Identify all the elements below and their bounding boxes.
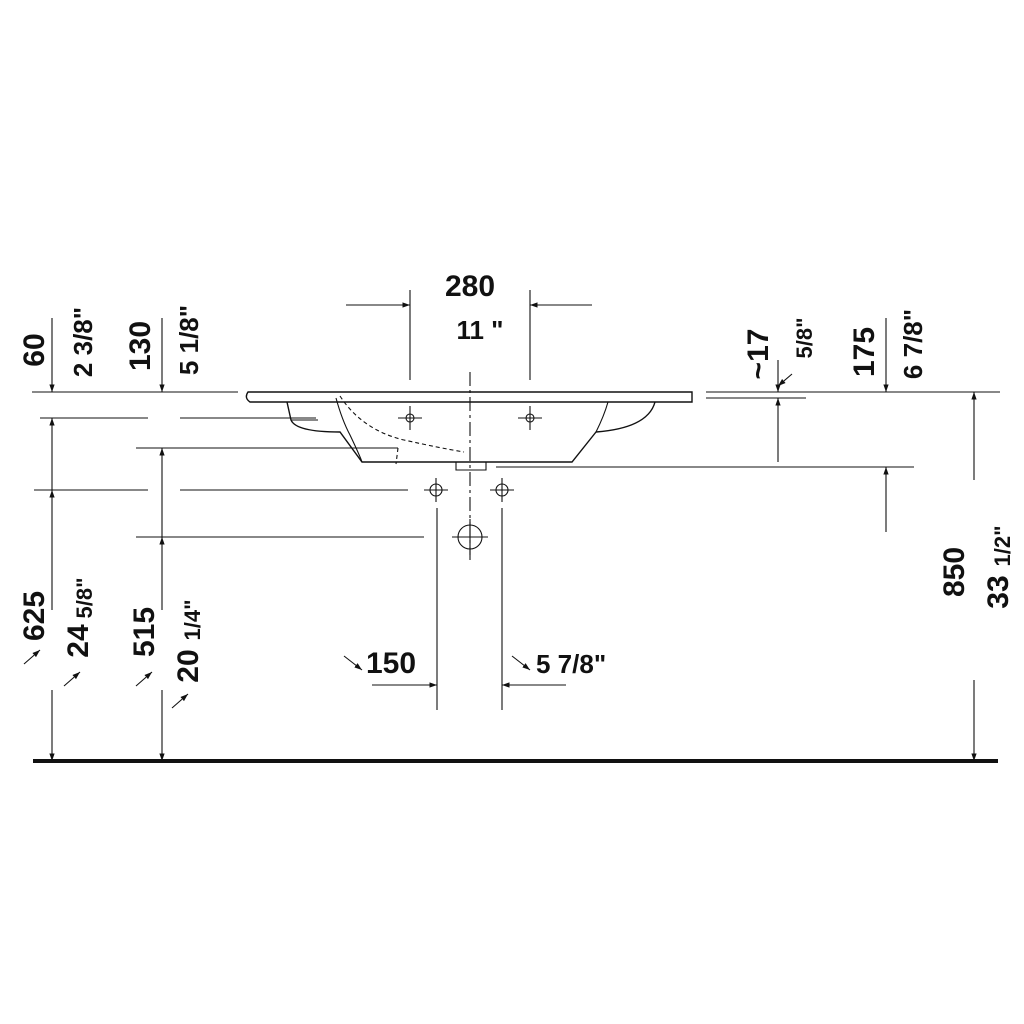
drain-depth-mm-label: 175 xyxy=(848,327,881,377)
waste-connection-icon xyxy=(452,519,488,555)
supply-height-in-frac-label: 5/8" xyxy=(72,577,97,618)
waste-height-mm-label: 515 xyxy=(128,607,161,657)
dimension-arrows xyxy=(23,302,977,761)
supply-height-mm-label: 625 xyxy=(18,591,51,641)
tap-hole-right-icon xyxy=(518,406,542,430)
tap-hole-left-icon xyxy=(398,406,422,430)
waste-height-in-frac-label: 1/4" xyxy=(180,599,205,640)
supply-height-in-whole-label: 24 xyxy=(62,624,95,658)
supply-connection-right-icon xyxy=(490,478,514,502)
washbasin-outline xyxy=(245,372,693,560)
basin-top-mm-label: 60 xyxy=(18,333,51,366)
total-height-mm-label: 850 xyxy=(938,547,971,597)
supply-spacing-mm-label: 150 xyxy=(366,647,416,680)
basin-top-in-label: 2 3/8" xyxy=(68,307,98,377)
tap-spacing-mm-label: 280 xyxy=(445,270,495,303)
bowl-depth-mm-label: 130 xyxy=(124,321,157,371)
supply-connection-left-icon xyxy=(424,478,448,502)
total-height-in-whole-label: 33 xyxy=(982,575,1015,608)
rim-thickness-mm-label: ~17 xyxy=(742,329,775,380)
supply-spacing-in-label: 5 7/8" xyxy=(536,649,606,679)
total-height-in-frac-label: 1/2" xyxy=(990,525,1015,566)
rim-thickness-in-label: 5/8" xyxy=(792,317,817,358)
drain-depth-in-label: 6 7/8" xyxy=(898,309,928,379)
tap-spacing-in-label: 11 " xyxy=(456,315,503,345)
bowl-depth-in-label: 5 1/8" xyxy=(174,305,204,375)
waste-height-in-whole-label: 20 xyxy=(172,649,205,682)
